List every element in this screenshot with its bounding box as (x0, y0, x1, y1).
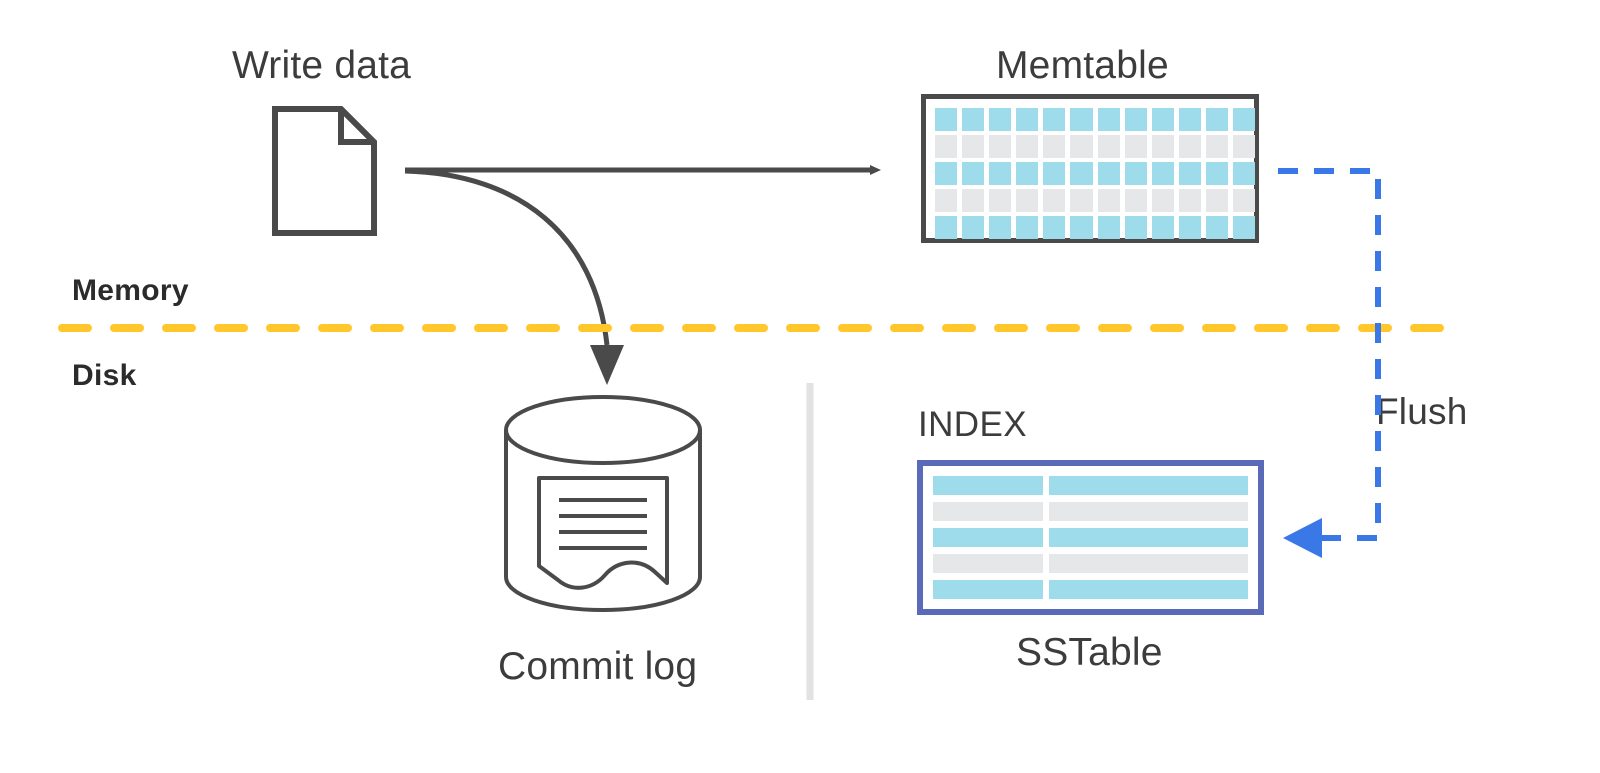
memtable-cell (989, 108, 1012, 131)
memtable-cell (1097, 135, 1120, 158)
memory-region-label: Memory (72, 274, 189, 307)
memtable-cell (1205, 189, 1228, 212)
memtable-cell (1070, 162, 1093, 185)
memtable-cell (1016, 108, 1039, 131)
memtable-grid (935, 108, 1255, 239)
sstable-row (933, 580, 1248, 599)
memtable-cell (1070, 135, 1093, 158)
commit-log-cylinder (504, 395, 702, 612)
memtable-cell (1016, 189, 1039, 212)
memtable-cell (1070, 216, 1093, 239)
memtable-cell (1124, 135, 1147, 158)
memtable-cell (962, 216, 985, 239)
sstable-row (933, 554, 1248, 573)
sstable-row (933, 528, 1248, 547)
memtable-label: Memtable (996, 44, 1169, 87)
memtable-cell (1178, 162, 1201, 185)
sstable-key-cell (933, 580, 1043, 599)
write-data-label: Write data (232, 44, 412, 87)
memtable-cell (1043, 135, 1066, 158)
memtable-cell (962, 108, 985, 131)
sstable-value-cell (1049, 502, 1248, 521)
sstable-row (933, 502, 1248, 521)
memtable-cell (1124, 108, 1147, 131)
memtable-cell (1124, 162, 1147, 185)
memtable-cell (1232, 189, 1255, 212)
memtable-cell (1016, 135, 1039, 158)
sstable-label: SSTable (1016, 631, 1163, 674)
sstable-key-cell (933, 476, 1043, 495)
memtable-cell (935, 135, 958, 158)
memtable-cell (989, 189, 1012, 212)
memtable-cell (1178, 108, 1201, 131)
memtable-cell (1097, 108, 1120, 131)
memtable-cell (1205, 162, 1228, 185)
memtable-cell (1205, 216, 1228, 239)
memtable-cell (1124, 189, 1147, 212)
sstable-value-cell (1049, 476, 1248, 495)
memtable-cell (1232, 135, 1255, 158)
memtable-cell (1205, 108, 1228, 131)
memtable-cell (1016, 162, 1039, 185)
memtable-cell (962, 162, 985, 185)
document-icon (272, 106, 377, 236)
sstable-box (917, 460, 1264, 615)
memtable-cell (935, 108, 958, 131)
memtable-cell (1151, 135, 1174, 158)
sstable-key-cell (933, 502, 1043, 521)
memtable-cell (962, 135, 985, 158)
memtable-cell (1043, 108, 1066, 131)
memtable-cell (1097, 162, 1120, 185)
memtable-cell (989, 135, 1012, 158)
memtable-cell (935, 216, 958, 239)
disk-region-label: Disk (72, 359, 137, 392)
memtable-cell (1043, 189, 1066, 212)
memtable-cell (989, 162, 1012, 185)
sstable-value-cell (1049, 580, 1248, 599)
sstable-key-cell (933, 528, 1043, 547)
sstable-row (933, 476, 1248, 495)
sstable-value-cell (1049, 554, 1248, 573)
sstable-key-cell (933, 554, 1043, 573)
memtable-cell (1151, 162, 1174, 185)
memtable-cell (962, 189, 985, 212)
sstable-value-cell (1049, 528, 1248, 547)
section-divider (806, 383, 814, 700)
memtable-box (921, 94, 1259, 243)
memtable-cell (1151, 108, 1174, 131)
memtable-cell (1097, 189, 1120, 212)
memtable-cell (935, 162, 958, 185)
memtable-cell (1151, 189, 1174, 212)
memtable-cell (1043, 162, 1066, 185)
memtable-cell (1232, 108, 1255, 131)
index-label: INDEX (918, 405, 1027, 444)
memtable-cell (1070, 108, 1093, 131)
memtable-cell (1124, 216, 1147, 239)
flush-label: Flush (1376, 391, 1468, 432)
memtable-cell (1232, 162, 1255, 185)
memtable-cell (1016, 216, 1039, 239)
memtable-cell (1097, 216, 1120, 239)
memtable-cell (1232, 216, 1255, 239)
memtable-cell (1043, 216, 1066, 239)
memtable-cell (989, 216, 1012, 239)
arrow-write-to-commitlog (404, 168, 624, 385)
memtable-cell (1178, 135, 1201, 158)
memtable-cell (1178, 216, 1201, 239)
memtable-cell (1151, 216, 1174, 239)
memtable-cell (1178, 189, 1201, 212)
sstable-rows (933, 476, 1248, 599)
commit-log-label: Commit log (498, 645, 698, 688)
memtable-cell (935, 189, 958, 212)
memtable-cell (1070, 189, 1093, 212)
flush-path (1278, 168, 1381, 558)
memtable-cell (1205, 135, 1228, 158)
